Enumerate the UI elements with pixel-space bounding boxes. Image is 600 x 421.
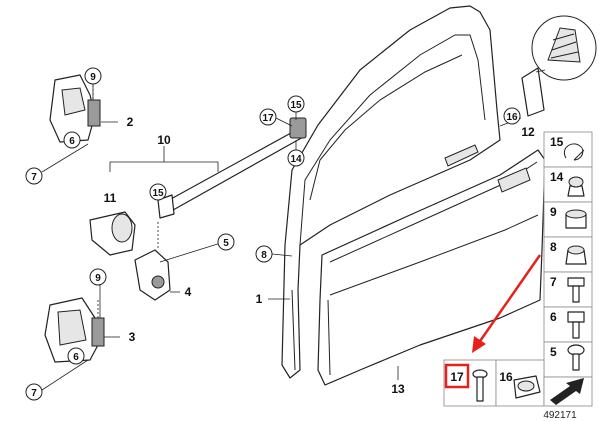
arrow-symbol-icon bbox=[550, 378, 584, 405]
mirror-triangle-trim bbox=[521, 67, 545, 117]
bolt-icon bbox=[567, 277, 585, 303]
callout-6a: 6 bbox=[69, 136, 75, 147]
socket-screw-icon bbox=[567, 344, 585, 371]
legend-num-7: 7 bbox=[550, 275, 557, 289]
trim-detail-circle bbox=[531, 15, 597, 81]
callout-4: 4 bbox=[185, 285, 192, 299]
leader-lines bbox=[41, 84, 522, 391]
highlight-box bbox=[444, 363, 470, 389]
upper-hinge bbox=[49, 74, 118, 143]
bottom-legend-num-16: 16 bbox=[499, 370, 513, 384]
lower-hinge bbox=[44, 297, 120, 363]
reference-number: 492171 bbox=[543, 410, 577, 421]
callout-7b: 7 bbox=[31, 388, 37, 399]
callout-6b: 6 bbox=[73, 352, 79, 363]
legend-num-5: 5 bbox=[550, 345, 557, 359]
legend-num-6: 6 bbox=[550, 310, 557, 324]
plug-icon bbox=[565, 245, 587, 265]
red-annotation-arrow bbox=[472, 254, 542, 353]
callout-16: 16 bbox=[506, 112, 518, 123]
legend-num-14: 14 bbox=[550, 170, 564, 184]
callout-1: 1 bbox=[256, 292, 263, 306]
callout-2: 2 bbox=[127, 115, 134, 129]
callout-3: 3 bbox=[129, 330, 136, 344]
callout-8: 8 bbox=[261, 250, 267, 261]
legend-num-15: 15 bbox=[550, 135, 564, 149]
door-check-strap bbox=[109, 117, 307, 219]
legend-num-9: 9 bbox=[550, 205, 557, 219]
screw-icon bbox=[472, 369, 488, 402]
callout-7a: 7 bbox=[31, 172, 37, 183]
cap-icon bbox=[513, 375, 541, 399]
callout-9b: 9 bbox=[95, 273, 101, 284]
hardware-legend: 15 14 9 8 7 6 5 bbox=[543, 131, 593, 378]
callout-15b: 15 bbox=[152, 188, 164, 199]
callout-9a: 9 bbox=[90, 72, 96, 83]
bottom-legend: 17 16 492171 bbox=[443, 359, 593, 421]
hex-nut-icon bbox=[565, 209, 587, 229]
callout-17a: 17 bbox=[262, 113, 274, 124]
retainer-clip-icon bbox=[564, 143, 585, 161]
door-outer-panel bbox=[317, 149, 546, 386]
callout-14: 14 bbox=[290, 154, 302, 165]
callout-15a: 15 bbox=[290, 100, 302, 111]
callout-5: 5 bbox=[223, 238, 229, 249]
hex-bolt-icon bbox=[567, 311, 585, 339]
callout-12: 12 bbox=[521, 125, 535, 139]
check-strap-bracket bbox=[134, 222, 180, 301]
bottom-legend-num-17: 17 bbox=[450, 370, 464, 384]
door-seal bbox=[271, 253, 293, 257]
legend-num-8: 8 bbox=[550, 240, 557, 254]
door-shell bbox=[281, 5, 501, 379]
clip-nut-icon bbox=[567, 176, 585, 197]
check-strap-housing bbox=[89, 211, 136, 256]
callout-10: 10 bbox=[157, 133, 171, 147]
callout-13: 13 bbox=[391, 382, 405, 396]
callouts: 9 2 6 7 10 11 15 17 15 14 5 4 8 1 9 3 6 … bbox=[25, 67, 535, 401]
callout-11: 11 bbox=[104, 191, 117, 205]
